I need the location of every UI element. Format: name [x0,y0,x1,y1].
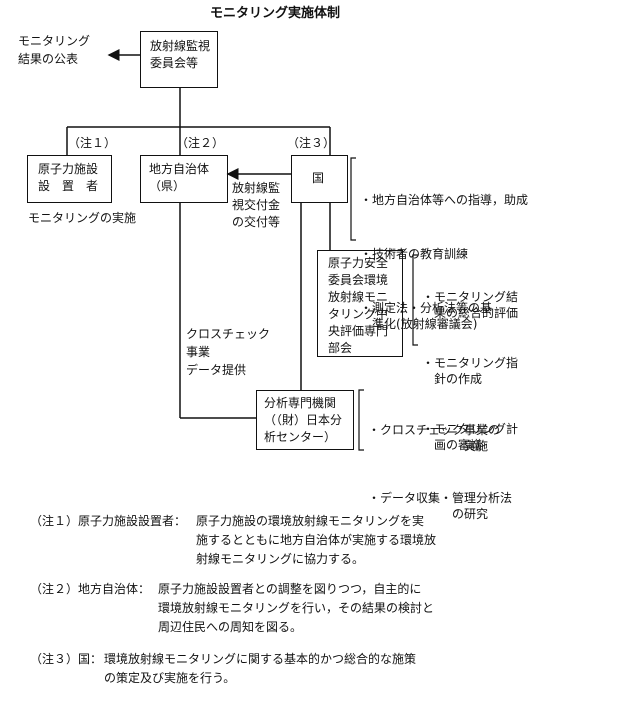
monitoring-impl-label: モニタリングの実施 [28,211,137,225]
nsc-roles: ・モニタリング結 果の総合的評価 ・モニタリング指 針の作成 ・モニタリング計 … [422,257,518,469]
nuclear-operator-box: 原子力施設 設 置 者 [27,155,112,203]
nsc-committee-box: 原子力安全 委員会環境 放射線モニ タリング中 央評価専門 部会 [317,250,403,357]
note1-label: （注１） [68,136,117,150]
bracket-national-roles [350,157,356,241]
footnote-2-label: （注２）地方自治体： [30,582,151,596]
center-roles: ・クロスチェック事業の 実施 ・データ収集・管理分析法 の研究 [368,390,512,538]
footnote-1-text: 原子力施設の環境放射線モニタリングを実 施するとともに地方自治体が実施する環境放… [196,514,437,566]
bracket-nsc-roles [412,254,418,346]
subsidy-label: 放射線監 視交付金 の交付等 [232,181,281,229]
national-role-item: ・地方自治体等への指導，助成 [360,193,529,207]
crosscheck-label: クロスチェック 事業 データ提供 [186,327,271,377]
note2-label: （注２） [176,136,225,150]
analysis-center-box: 分析専門機関 （（財）日本分 析センター） [256,390,354,450]
local-gov-box: 地方自治体 （県） [140,155,228,203]
nsc-role-item: ・モニタリング指 針の作成 [422,356,519,386]
committee-box: 放射線監視 委員会等 [140,31,218,88]
nsc-role-item: ・モニタリング結 果の総合的評価 [422,290,519,320]
footnote-3-label: （注３）国： [30,652,103,666]
footnote-2-text: 原子力施設設置者との調整を図りつつ，自主的に 環境放射線モニタリングを行い，その… [158,582,435,634]
center-role-item: ・クロスチェック事業の 実施 [368,423,501,453]
publish-label: モニタリング 結果の公表 [18,34,91,66]
footnote-1-label: （注１）原子力施設設置者： [30,514,187,528]
nsc-role-item: ・モニタリング計 画の審議 [422,422,519,452]
national-box: 国 [291,155,348,203]
diagram-title: モニタリング実施体制 [210,6,341,21]
center-role-item: ・データ収集・管理分析法 の研究 [368,491,513,521]
footnote-3-text: 環境放射線モニタリングに関する基本的かつ総合的な施策 の策定及び実施を行う。 [104,652,417,685]
note3-label: （注３） [287,136,336,150]
bracket-center-roles [358,389,364,451]
